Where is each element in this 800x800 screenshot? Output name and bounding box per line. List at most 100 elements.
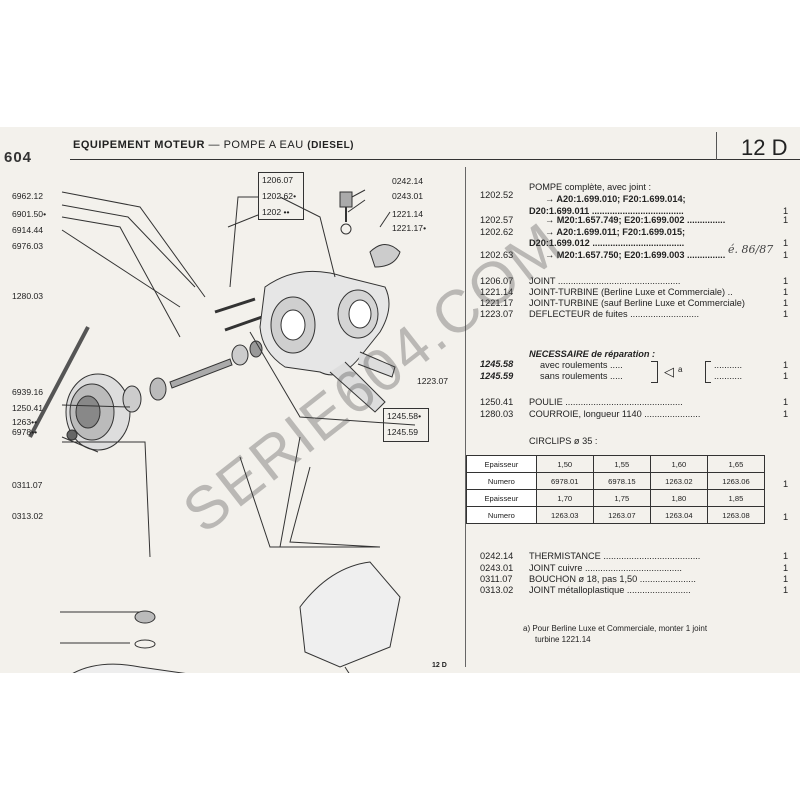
label-group-pump (258, 172, 304, 220)
part-ref: 0243.01 (480, 563, 514, 573)
part-desc: → M20:1.657.750; E20:1.699.003 .........… (545, 250, 730, 260)
part-ref: 1280.03 (480, 409, 514, 419)
part-ref: 1221.17 (480, 298, 514, 308)
part-qty: 1 (783, 409, 789, 419)
part-desc: COURROIE, longueur 1140 ................… (529, 409, 701, 419)
table-row: Numero 6978.01 6978.15 1263.02 1263.06 (466, 472, 766, 490)
table-cell: Epaisseur (466, 489, 537, 507)
part-desc: JOINT métalloplastique .................… (529, 585, 691, 595)
logo-604: 604 (4, 149, 33, 166)
table-cell: 1,65 (706, 455, 766, 473)
table-cell: Epaisseur (466, 455, 537, 473)
label-1263: 1263•• (12, 417, 37, 427)
label-6976-03: 6976.03 (12, 241, 44, 251)
part-qty: 1 (783, 238, 789, 248)
part-ref: 1202.57 (480, 215, 514, 225)
part-ref: 1202.52 (480, 190, 514, 200)
part-qty: 1 (783, 551, 789, 561)
part-qty: 1 (783, 250, 789, 260)
part-desc: → A20:1.699.011; F20:1.699.015; (545, 227, 795, 237)
part-desc: D20:1.699.011 ..........................… (529, 206, 779, 216)
label-0311-07: 0311.07 (12, 480, 43, 490)
part-desc: → A20:1.699.010; F20:1.699.014; (545, 194, 795, 204)
label-1280-03: 1280.03 (12, 291, 44, 301)
label-1202-62: 1202.62• (262, 191, 297, 201)
part-qty: 1 (783, 585, 789, 595)
label-group-kit (383, 408, 429, 442)
table-cell: Numero (466, 506, 537, 524)
label-1263-text: 1263 (12, 417, 32, 427)
title-main: EQUIPEMENT MOTEUR (73, 139, 205, 151)
table-cell: 1263.06 (706, 472, 766, 490)
table-cell: 1263.02 (649, 472, 708, 490)
part-desc: JOINT-TURBINE (sauf Berline Luxe et Comm… (529, 298, 745, 308)
label-6901-50: 6901.50• (12, 209, 47, 219)
part-desc: THERMISTANCE ...........................… (529, 551, 701, 561)
label-0313-02: 0313.02 (12, 511, 44, 521)
part-desc-text: → A20:1.699.011; F20:1.699.015; (545, 227, 686, 237)
part-qty: 1 (783, 360, 789, 370)
part-qty: 1 (783, 574, 789, 584)
label-6914-44: 6914.44 (12, 225, 44, 235)
label-1263-dots: •• (31, 417, 38, 427)
kit-bracket-right (705, 361, 711, 383)
part-desc-text: D20:1.699.012 ..........................… (529, 238, 685, 248)
table-cell: 6978.15 (592, 472, 651, 490)
part-qty: 1 (783, 309, 789, 319)
kit-arrow-icon: ◁ (664, 364, 674, 379)
part-qty: 1 (783, 206, 789, 216)
label-0243-01: 0243.01 (392, 191, 424, 201)
label-6978: 6978•• (12, 427, 37, 437)
table-cell: 1,70 (535, 489, 594, 507)
label-0242-14: 0242.14 (392, 176, 424, 186)
table-row: Epaisseur 1,70 1,75 1,80 1,85 (466, 489, 766, 507)
table-cell: 1,55 (592, 455, 651, 473)
label-1223-07: 1223.07 (417, 376, 449, 386)
part-ref: 0242.14 (480, 551, 514, 561)
label-1221-14: 1221.14 (392, 209, 424, 219)
part-desc-text: → M20:1.657.749; E20:1.699.002 .........… (545, 215, 726, 225)
part-qty: 1 (783, 298, 789, 308)
part-ref: 1221.14 (480, 287, 514, 297)
page-code: 12 D (741, 135, 788, 160)
table-cell: Numero (466, 472, 537, 490)
part-qty: 1 (783, 215, 789, 225)
footnote-line1: a) Pour Berline Luxe et Commerciale, mon… (523, 624, 708, 633)
header-rule (70, 159, 800, 160)
part-desc: BOUCHON ø 18, pas 1,50 .................… (529, 574, 696, 584)
label-1221-17: 1221.17• (392, 223, 427, 233)
handwritten-note: é. 86/87 (728, 243, 774, 256)
table-cell: 1263.08 (706, 506, 766, 524)
label-1245-59: 1245.59 (387, 427, 419, 437)
catalog-page: 604 EQUIPEMENT MOTEUR — POMPE A EAU (DIE… (0, 127, 800, 673)
footnote-line2: turbine 1221.14 (535, 635, 591, 644)
cap-shape (134, 610, 156, 624)
part-ref: 1202.62 (480, 227, 514, 237)
title-note: (DIESEL) (307, 140, 355, 151)
circlips-table: Epaisseur 1,50 1,55 1,60 1,65 Numero 697… (466, 455, 766, 524)
part-ref: 1250.41 (480, 397, 514, 407)
table-cell: 1263.03 (535, 506, 594, 524)
table-row: Epaisseur 1,50 1,55 1,60 1,65 (466, 455, 766, 473)
part-desc: D20:1.699.012 ..........................… (529, 238, 779, 248)
part-desc: → M20:1.657.749; E20:1.699.002 .........… (545, 215, 795, 225)
page-title: EQUIPEMENT MOTEUR — POMPE A EAU (DIESEL) (73, 139, 354, 151)
footer-page-code: 12 D (432, 662, 447, 669)
label-6939-16: 6939.16 (12, 387, 44, 397)
label-1250-41: 1250.41 (12, 403, 44, 413)
part-desc-text: → A20:1.699.010; F20:1.699.014; (545, 194, 686, 204)
part-desc: POMPE complète, avec joint : (529, 182, 652, 192)
kit-dots: ........... (714, 371, 743, 381)
label-1245-58: 1245.58• (387, 411, 422, 421)
part-ref: 0311.07 (480, 574, 513, 584)
part-ref: 0313.02 (480, 585, 514, 595)
table-row: Numero 1263.03 1263.07 1263.04 1263.08 (466, 506, 766, 524)
label-1202: 1202 •• (262, 207, 290, 217)
table-cell: 1,60 (649, 455, 708, 473)
part-desc-text: → M20:1.657.750; E20:1.699.003 .........… (545, 250, 726, 260)
label-1206-07: 1206.07 (262, 175, 294, 185)
table-cell: 6978.01 (535, 472, 594, 490)
column-divider (465, 167, 466, 667)
part-ref: 1206.07 (480, 276, 514, 286)
part-qty: 1 (783, 371, 789, 381)
